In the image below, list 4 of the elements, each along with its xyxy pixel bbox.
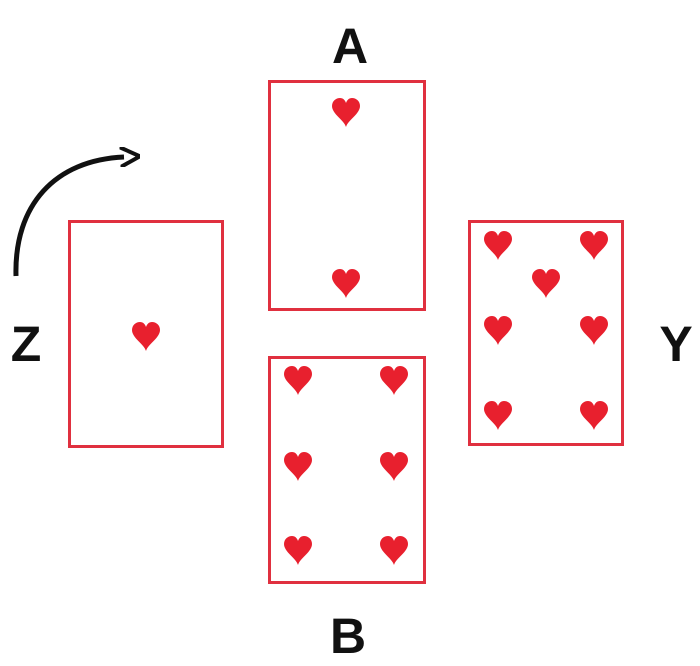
card-label: Z [10,319,42,369]
card-label: Y [658,319,694,369]
card-label: B [328,611,368,661]
card-label: A [330,21,370,71]
